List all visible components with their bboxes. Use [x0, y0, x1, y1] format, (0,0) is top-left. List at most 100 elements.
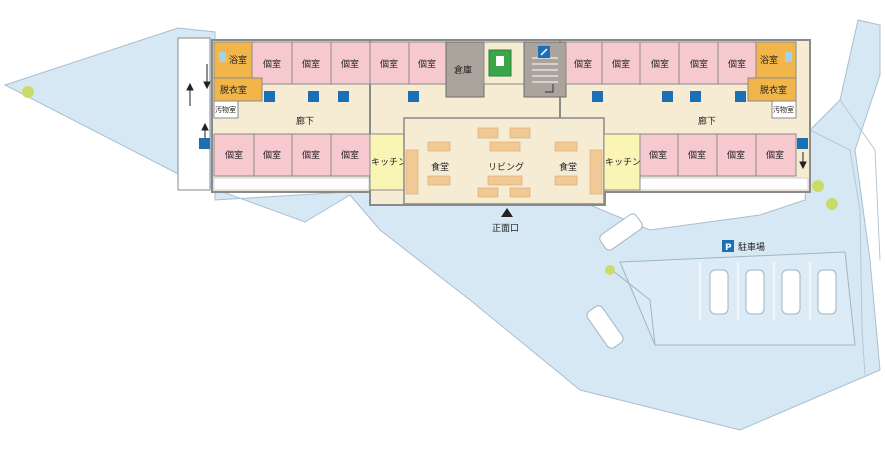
bathtub-icon — [785, 52, 792, 62]
top-left-rooms — [251, 41, 447, 85]
room-label-private: 個室 — [225, 149, 243, 161]
parking-label: 駐車場 — [738, 241, 765, 253]
table-tile — [477, 127, 499, 139]
left-entry-area — [177, 37, 211, 191]
room-label-changing: 脱衣室 — [220, 84, 247, 96]
table-tile — [487, 175, 523, 186]
room-label-kitchen: キッチン — [371, 157, 407, 168]
table-tile — [509, 127, 531, 139]
room-label-private: 個室 — [727, 149, 745, 161]
table-tile — [489, 141, 521, 152]
trees — [22, 86, 838, 275]
stair-arrow-icon — [545, 84, 554, 93]
corridor-label-right: 廊下 — [698, 115, 716, 127]
car-icon — [817, 269, 837, 315]
kitchen-left — [369, 133, 407, 191]
room-label-private: 個室 — [341, 58, 359, 70]
room-label-private: 個室 — [574, 58, 592, 70]
site-boundary-right-outer — [839, 99, 881, 261]
elevator-door — [496, 56, 504, 66]
restroom-icon — [735, 91, 746, 102]
kitchen-right — [603, 133, 641, 191]
private-room — [678, 41, 719, 85]
private-room — [639, 41, 680, 85]
private-room — [717, 41, 757, 85]
emergency-exit-sign-icon — [797, 138, 808, 149]
restroom-icon — [690, 91, 701, 102]
private-room — [639, 133, 679, 177]
table-tile — [509, 187, 531, 198]
car-icon — [599, 213, 643, 251]
room-label-private: 個室 — [612, 58, 630, 70]
soiled-room-left — [213, 100, 239, 119]
room-label-living: リビング — [488, 161, 524, 173]
car-icon — [781, 269, 801, 315]
room-label-private: 個室 — [418, 58, 436, 70]
restroom-icon — [592, 91, 603, 102]
table-tile — [477, 187, 499, 198]
car-icon — [586, 305, 624, 349]
restroom-icon — [264, 91, 275, 102]
room-label-dining: 食堂 — [431, 161, 449, 173]
room-label-bath: 浴室 — [760, 54, 778, 66]
room-label-private: 個室 — [380, 58, 398, 70]
room-label-private: 個室 — [690, 58, 708, 70]
table-tiles — [405, 127, 603, 198]
entrance-label: 正面口 — [492, 223, 519, 234]
table-tile — [405, 149, 419, 195]
room-label-private: 個室 — [728, 58, 746, 70]
room-label-private: 個室 — [302, 58, 320, 70]
private-room — [330, 133, 371, 177]
parking-curb — [611, 269, 656, 346]
restroom-icon — [408, 91, 419, 102]
private-room — [716, 133, 757, 177]
tree-icon — [826, 198, 838, 210]
restroom-icons — [264, 91, 746, 102]
private-room — [755, 133, 797, 177]
room-label-private: 個室 — [766, 149, 784, 161]
bottom-right-rooms — [639, 133, 797, 177]
restroom-icon — [338, 91, 349, 102]
room-label-private: 個室 — [688, 149, 706, 161]
room-label-private: 個室 — [649, 149, 667, 161]
room-label-private: 個室 — [651, 58, 669, 70]
table-tile — [427, 141, 451, 152]
terrace-strip-right — [639, 177, 809, 191]
terrace-strip-left — [213, 177, 370, 191]
dining-living-hall — [403, 117, 605, 205]
bath-room-right — [755, 41, 797, 85]
car-icon — [709, 269, 729, 315]
top-right-rooms — [565, 41, 757, 85]
room-label-dining: 食堂 — [559, 161, 577, 173]
direction-arrows — [186, 64, 807, 170]
bathtub-icon — [219, 52, 226, 62]
table-tile — [554, 175, 578, 186]
restroom-icon — [662, 91, 673, 102]
private-room — [291, 133, 332, 177]
private-room — [408, 41, 447, 85]
private-room — [213, 133, 255, 177]
room-label-private: 個室 — [302, 149, 320, 161]
private-room — [253, 133, 293, 177]
room-label-bath: 浴室 — [229, 54, 247, 66]
room-label-changing: 脱衣室 — [760, 84, 787, 96]
private-room — [369, 41, 410, 85]
room-label-storage: 倉庫 — [454, 64, 472, 76]
emergency-exit-sign-icon — [199, 138, 210, 149]
private-room — [601, 41, 641, 85]
room-label-private: 個室 — [341, 149, 359, 161]
table-tile — [554, 141, 578, 152]
site-boundary-right — [809, 129, 866, 376]
parked-cars — [586, 213, 837, 349]
parking-mark: P — [725, 243, 732, 253]
restroom-icon — [308, 91, 319, 102]
soiled-room-right — [771, 100, 797, 119]
tree-icon — [22, 86, 34, 98]
tree-icon — [605, 265, 615, 275]
room-label-soiled: 汚物室 — [773, 105, 794, 114]
room-label-private: 個室 — [263, 149, 281, 161]
room-label-soiled: 汚物室 — [215, 105, 236, 114]
bottom-left-rooms — [213, 133, 371, 177]
room-label-private: 個室 — [263, 58, 281, 70]
